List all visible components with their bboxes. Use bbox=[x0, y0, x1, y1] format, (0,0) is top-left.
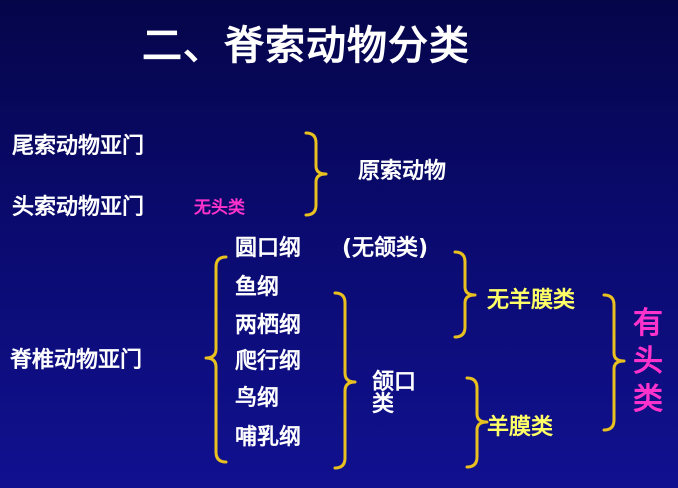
class-mammalia: 哺乳纲 bbox=[235, 425, 302, 450]
urochordata-label: 尾索动物亚门 bbox=[12, 134, 145, 159]
class-cyclostomata: 圆口纲 bbox=[235, 236, 302, 261]
vertebrata-brace bbox=[204, 255, 228, 464]
cephalochordata-label: 头索动物亚门 bbox=[12, 195, 145, 220]
class-pisces: 鱼纲 bbox=[235, 275, 280, 300]
vertebrata-label: 脊椎动物亚门 bbox=[10, 348, 143, 373]
anamniota-label: 无羊膜类 bbox=[487, 288, 576, 313]
amniota-label: 羊膜类 bbox=[487, 415, 554, 440]
protochordata-label: 原索动物 bbox=[358, 159, 447, 184]
craniata-label: 有头类 bbox=[633, 306, 663, 417]
slide-title: 二、脊索动物分类 bbox=[142, 23, 470, 69]
class-amphibia: 两栖纲 bbox=[235, 313, 302, 338]
acrania-label: 无头类 bbox=[194, 198, 245, 218]
amniota-brace bbox=[465, 376, 489, 469]
agnatha-label: (无颌类) bbox=[342, 236, 429, 261]
protochordata-brace bbox=[304, 131, 328, 217]
class-aves: 鸟纲 bbox=[235, 386, 280, 411]
craniata-brace bbox=[602, 293, 626, 432]
class-reptilia: 爬行纲 bbox=[235, 349, 302, 374]
anamniota-brace bbox=[453, 250, 477, 339]
gnathostomata-brace bbox=[333, 291, 357, 470]
gnathostomata-label: 颌口类 bbox=[372, 370, 417, 417]
